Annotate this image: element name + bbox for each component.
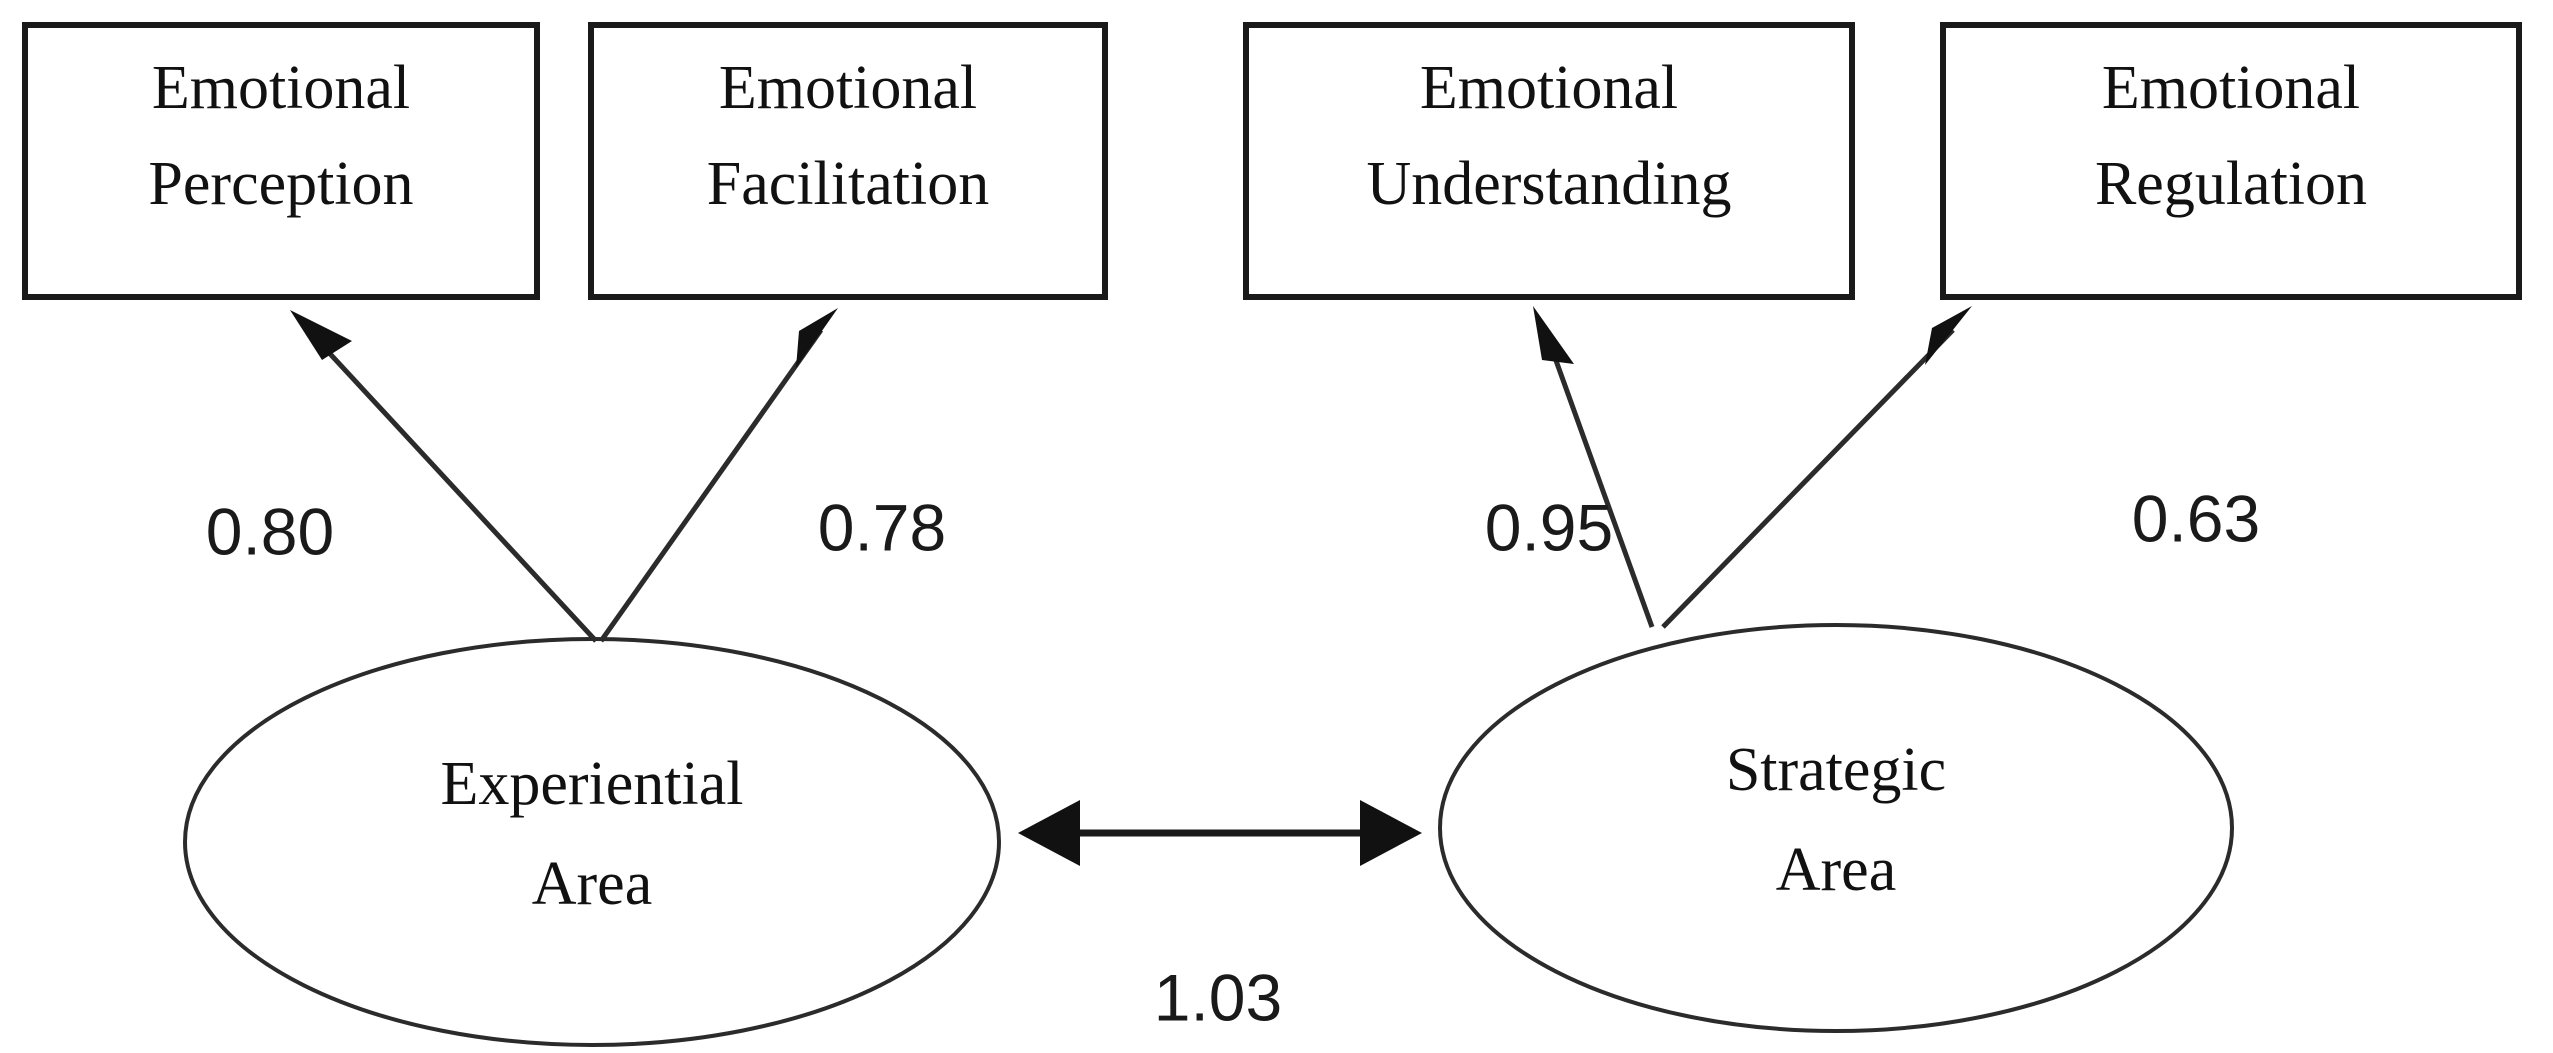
indicator-box-2[interactable] — [588, 22, 1108, 300]
factor-node-experiential-area[interactable]: Experiential Area — [183, 637, 1001, 1047]
arrowhead-4 — [1925, 306, 1972, 365]
loading-line-4 — [1661, 328, 1955, 629]
indicator-node-emotional-regulation[interactable]: Emotional Regulation — [1940, 22, 2522, 300]
factor-node-strategic-area[interactable]: Strategic Area — [1438, 623, 2234, 1033]
factor-label-strategic-line1: Strategic — [1726, 736, 1946, 804]
indicator-node-emotional-understanding[interactable]: Emotional Understanding — [1243, 22, 1855, 300]
loading-line-1 — [306, 328, 598, 643]
loading-value-experiential-facilitation: 0.78 — [818, 490, 946, 564]
factor-label-strategic-line2: Area — [1776, 836, 1896, 904]
loading-value-strategic-understanding: 0.95 — [1485, 490, 1613, 564]
indicator-box-1[interactable] — [22, 22, 540, 300]
indicator-label-1-line2: Perception — [148, 150, 413, 218]
arrowhead-covariance-left — [1018, 800, 1080, 866]
indicator-label-4-line2: Regulation — [2095, 150, 2367, 218]
loading-arrow-strategic-understanding[interactable] — [1533, 306, 1655, 628]
indicator-label-1-line1: Emotional — [152, 54, 410, 122]
indicator-box-3[interactable] — [1243, 22, 1855, 300]
loading-arrow-strategic-regulation[interactable] — [1661, 306, 1972, 629]
loading-value-strategic-regulation: 0.63 — [2132, 481, 2260, 555]
indicator-label-4-line1: Emotional — [2102, 54, 2360, 122]
arrowhead-2 — [796, 308, 838, 368]
arrowhead-1 — [290, 310, 352, 360]
indicator-label-2-line1: Emotional — [719, 54, 977, 122]
factor-ellipse-strategic[interactable] — [1438, 623, 2234, 1033]
indicator-label-3-line1: Emotional — [1420, 54, 1678, 122]
arrowhead-covariance-right — [1360, 800, 1422, 866]
indicator-label-2-line2: Facilitation — [707, 150, 989, 218]
arrowhead-3 — [1533, 306, 1574, 364]
covariance-value-label: 1.03 — [1154, 960, 1282, 1034]
factor-label-experiential-line2: Area — [532, 850, 652, 918]
loading-line-2 — [598, 328, 824, 643]
covariance-arrow-experiential-strategic[interactable] — [1018, 800, 1422, 866]
factor-label-experiential-line1: Experiential — [441, 750, 744, 818]
indicator-box-4[interactable] — [1940, 22, 2522, 300]
indicator-node-emotional-perception[interactable]: Emotional Perception — [22, 22, 540, 300]
indicator-node-emotional-facilitation[interactable]: Emotional Facilitation — [588, 22, 1108, 300]
loading-arrow-experiential-perception[interactable] — [290, 310, 598, 643]
loading-arrow-experiential-facilitation[interactable] — [598, 308, 838, 643]
loading-line-3 — [1542, 329, 1655, 628]
factor-ellipse-experiential[interactable] — [183, 637, 1001, 1047]
indicator-label-3-line2: Understanding — [1366, 150, 1731, 218]
loading-value-experiential-perception: 0.80 — [206, 494, 334, 568]
